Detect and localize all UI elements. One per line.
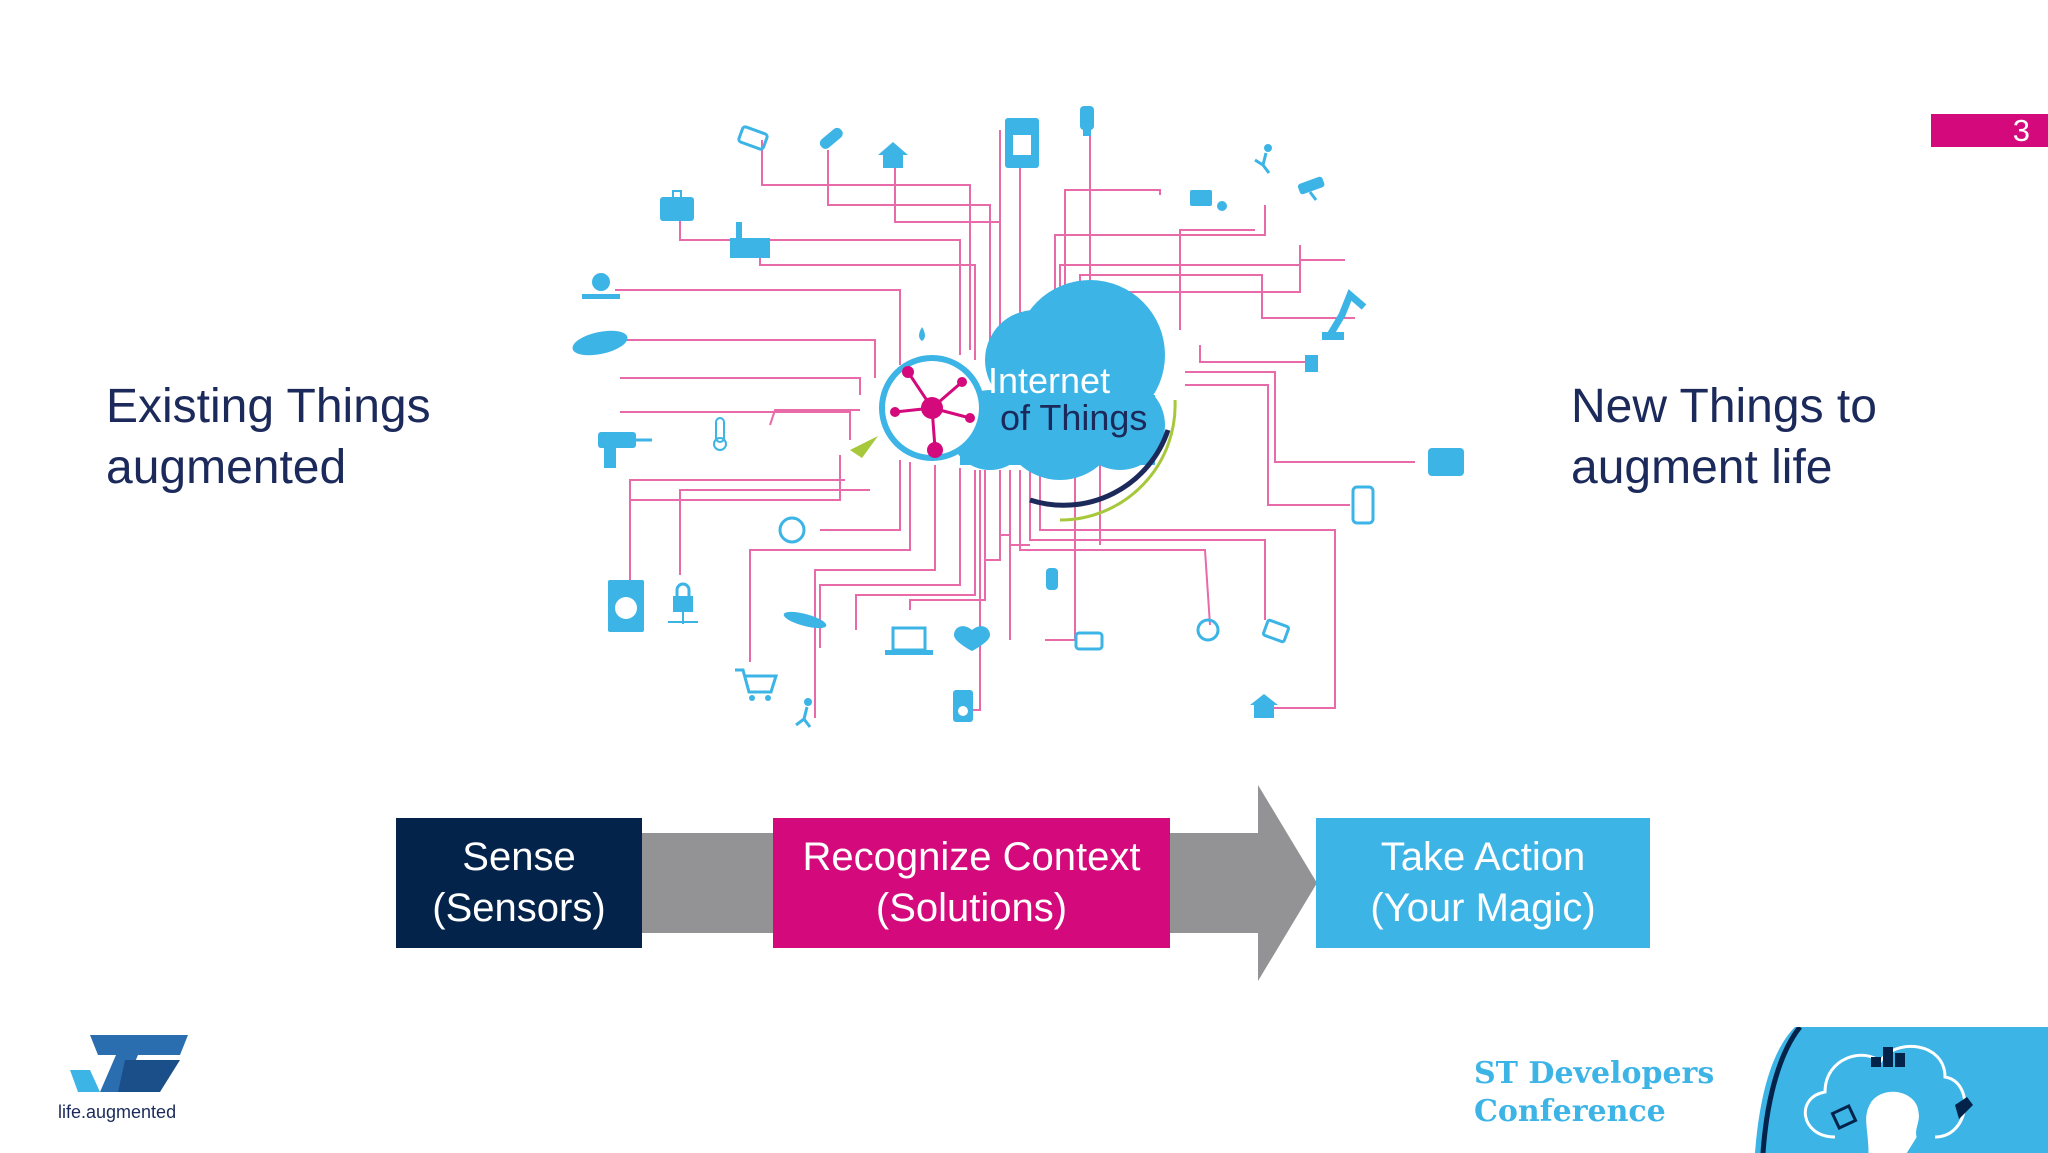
laptop-icon xyxy=(885,626,933,655)
iot-diagram: Internet of Things xyxy=(572,106,1464,728)
sense-step-line1: Sense xyxy=(462,835,576,879)
coffee-machine-icon xyxy=(1005,118,1039,168)
conference-title: ST Developers Conference xyxy=(1474,1055,1714,1131)
washing-machine-icon xyxy=(608,580,644,632)
shopping-cart-icon xyxy=(735,668,779,701)
robot-arm-icon xyxy=(1322,289,1367,340)
conference-emblem xyxy=(1755,1027,2048,1153)
recognize-context-step-box: Recognize Context (Solutions) xyxy=(773,818,1170,948)
sense-step-line2: (Sensors) xyxy=(432,886,606,930)
new-things-caption: New Things to augment life xyxy=(1571,376,1877,498)
st-tagline: life.augmented xyxy=(58,1102,177,1122)
device-icons xyxy=(572,106,1464,728)
runner-icon xyxy=(795,698,812,728)
page-number: 3 xyxy=(1931,114,2048,148)
car-icon xyxy=(572,330,628,356)
connection-lines xyxy=(615,110,1415,718)
first-aid-kit-icon xyxy=(660,190,694,221)
existing-things-caption: Existing Things augmented xyxy=(106,376,431,498)
drill-icon xyxy=(598,432,652,468)
lamp-icon xyxy=(1046,568,1058,590)
water-drop-icon xyxy=(919,327,925,341)
building-icon xyxy=(1883,1047,1893,1067)
action-step-line1: Take Action xyxy=(1380,835,1586,879)
car-dashboard-icon xyxy=(1428,448,1464,476)
cube-icon xyxy=(1830,1103,1858,1131)
context-step-line1: Recognize Context xyxy=(802,835,1141,879)
sense-step-box: Sense (Sensors) xyxy=(396,818,642,948)
house-icon xyxy=(878,142,908,168)
st-logo xyxy=(70,1035,188,1092)
context-step-line2: (Solutions) xyxy=(875,886,1068,930)
iot-label-line1: Internet xyxy=(988,360,1110,401)
bandage-icon xyxy=(819,127,843,149)
iot-label-line2: of Things xyxy=(1000,397,1147,438)
robot-arm-icon xyxy=(1955,1097,1973,1119)
security-camera-icon xyxy=(1297,176,1325,201)
take-action-step-box: Take Action (Your Magic) xyxy=(1316,818,1650,948)
conference-title-line2: Conference xyxy=(1474,1094,1666,1129)
smart-home-icon xyxy=(1250,694,1278,718)
clock-icon xyxy=(778,516,806,544)
watch-icon xyxy=(1196,618,1220,642)
tablet-icon xyxy=(1261,618,1291,644)
engine-icon xyxy=(1074,631,1104,651)
webcam-icon xyxy=(582,273,620,299)
factory-icon xyxy=(730,222,770,258)
cap-icon xyxy=(783,611,827,629)
padlock-icon xyxy=(668,582,698,624)
ipod-icon xyxy=(953,690,973,722)
new-things-line2: augment life xyxy=(1571,441,1833,494)
light-bulb-icon xyxy=(1080,106,1094,136)
sensor-tag-icon xyxy=(1305,355,1318,372)
new-things-line1: New Things to xyxy=(1571,380,1877,433)
conference-title-line1: ST Developers xyxy=(1474,1056,1715,1091)
acrobat-icon xyxy=(1254,144,1272,174)
heart-icon xyxy=(954,626,990,651)
thermometer-icon xyxy=(713,417,727,451)
blood-pressure-icon xyxy=(1190,190,1227,211)
scale-icon xyxy=(737,125,769,151)
iot-cloud: Internet of Things xyxy=(850,280,1177,522)
existing-things-line2: augmented xyxy=(106,441,347,494)
action-step-line2: (Your Magic) xyxy=(1370,886,1596,930)
phone-icon xyxy=(1351,485,1375,525)
existing-things-line1: Existing Things xyxy=(106,380,431,433)
